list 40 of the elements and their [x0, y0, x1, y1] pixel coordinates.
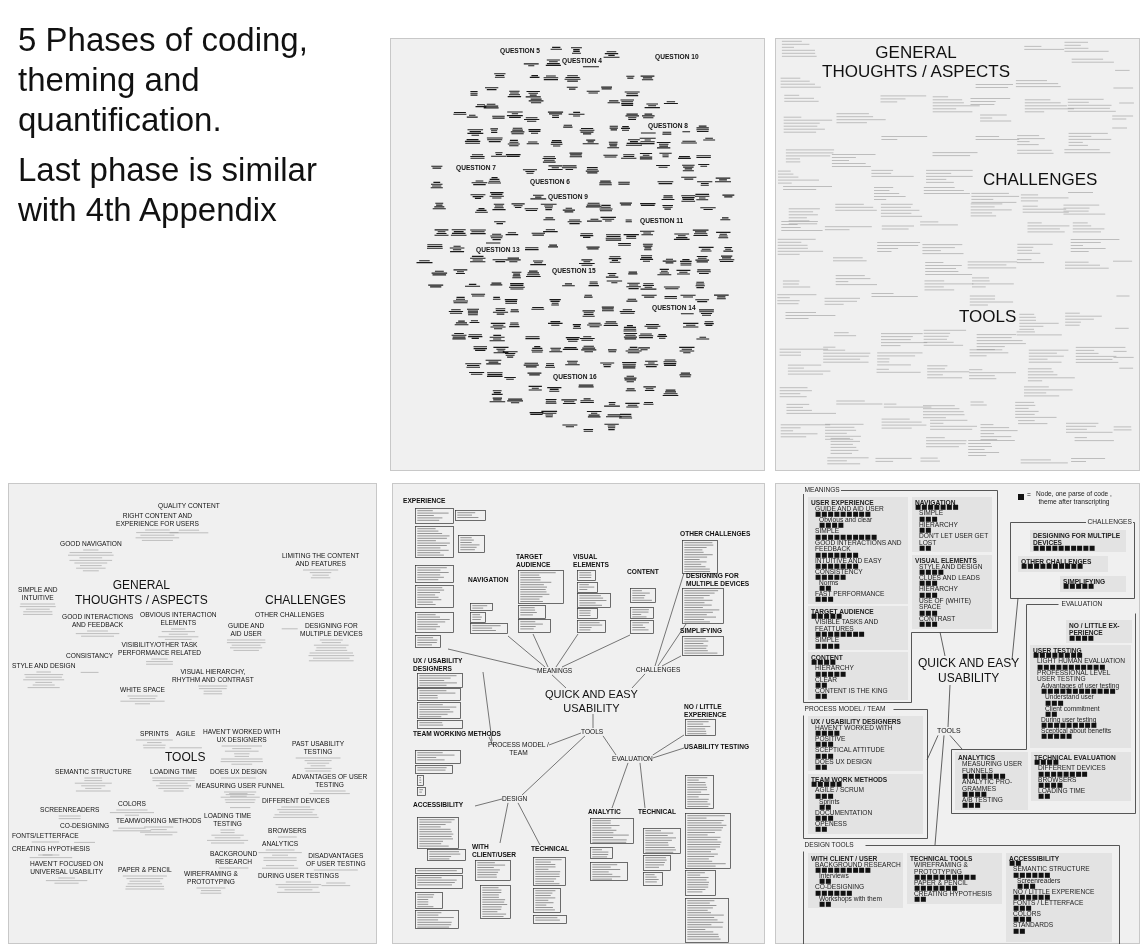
- connector-line: [926, 735, 939, 761]
- connector-line: [561, 634, 631, 668]
- theme-heading: GENERAL THOUGHTS / ASPECTS: [75, 578, 208, 608]
- theme-heading: CHALLENGES: [983, 170, 1098, 191]
- connector-line: [474, 798, 503, 807]
- connector-line: [482, 671, 493, 742]
- connector-line: [661, 655, 682, 667]
- connector-line: [507, 635, 546, 668]
- connector-line: [488, 736, 495, 748]
- connector-line: [652, 747, 685, 759]
- connector-line: [517, 802, 541, 846]
- theme-heading: CHALLENGES: [265, 593, 346, 608]
- connector-line: [631, 673, 646, 689]
- connector-line: [551, 674, 567, 689]
- connector-line: [555, 633, 579, 668]
- theme-box: [1006, 853, 1112, 942]
- connector-line: [592, 713, 594, 729]
- connector-line: [654, 572, 685, 667]
- intro-text: 5 Phases of coding, theming and quantification.: [18, 20, 309, 140]
- connector-line: [499, 802, 509, 844]
- connector-line: [521, 735, 586, 796]
- connector-line: [532, 633, 549, 668]
- theme-heading: TOOLS: [959, 307, 1017, 328]
- connector-line: [652, 734, 685, 756]
- intro-text: Last phase is similar with 4th Appendix: [18, 150, 318, 230]
- connector-line: [1011, 597, 1019, 661]
- theme-heading: TOOLS: [165, 750, 206, 765]
- connector-line: [657, 623, 687, 667]
- connector-line: [939, 631, 946, 657]
- connector-line: [639, 762, 646, 809]
- central-topic: QUICK AND EASY USABILITY: [918, 656, 1020, 685]
- connector-line: [602, 735, 617, 756]
- connector-line: [934, 735, 945, 846]
- connector-line: [447, 648, 538, 671]
- connector-line: [949, 735, 963, 750]
- connector-line: [548, 732, 582, 746]
- central-topic: QUICK AND EASY USABILITY: [545, 687, 638, 715]
- theme-heading: GENERAL THOUGHTS / ASPECTS: [822, 43, 1010, 81]
- connector-line: [947, 684, 951, 728]
- connector-line: [611, 762, 629, 809]
